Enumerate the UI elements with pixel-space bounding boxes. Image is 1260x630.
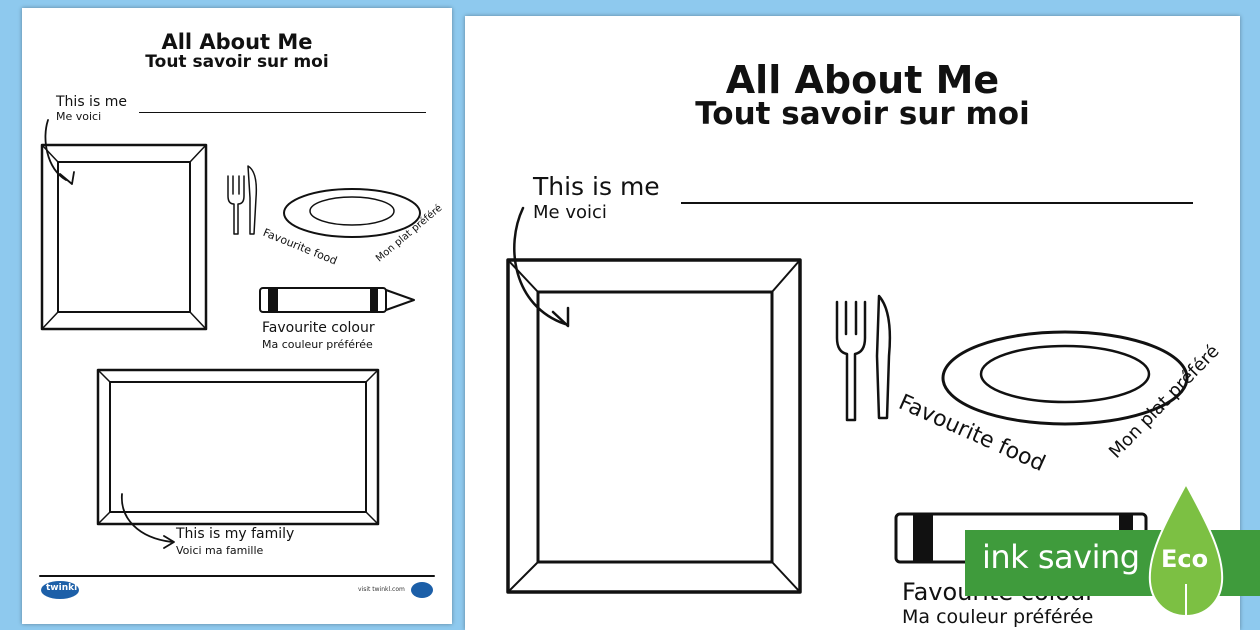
page-subtitle: Tout savoir sur moi [145, 52, 329, 72]
ma-couleur-label: Ma couleur préférée [262, 338, 373, 351]
knife-icon [875, 294, 892, 420]
this-is-me-label: This is me [533, 172, 660, 201]
arrow-icon [121, 493, 175, 549]
fork-icon [227, 175, 245, 235]
name-line[interactable] [681, 202, 1193, 204]
portrait-frame [40, 143, 208, 331]
plate-icon [941, 330, 1189, 426]
page-title: All About Me [161, 30, 313, 54]
footer-logo: twinkl [46, 583, 78, 593]
name-line[interactable] [139, 112, 426, 113]
ma-couleur-label: Ma couleur préférée [902, 606, 1094, 628]
twinkl-logo [41, 581, 433, 599]
page-subtitle: Tout savoir sur moi [695, 96, 1030, 132]
thumbnail-drawings [39, 119, 435, 599]
ink-saving-label: ink saving [982, 538, 1140, 576]
fork-icon [835, 300, 867, 422]
plate-icon [283, 188, 421, 238]
worksheet-thumbnail: All About Me Tout savoir sur moi This is… [22, 8, 452, 624]
worksheet-preview: All About Me Tout savoir sur moi This is… [465, 16, 1240, 630]
arrow-icon [44, 119, 75, 185]
me-voici-label: Me voici [56, 110, 102, 123]
footer-url: visit twinkl.com [358, 586, 405, 593]
knife-icon [247, 165, 258, 235]
arrow-icon [513, 206, 570, 328]
me-voici-label: Me voici [533, 202, 607, 223]
family-label: This is my family [176, 526, 295, 542]
voici-famille-label: Voici ma famille [176, 544, 264, 557]
eco-label: Eco [1161, 545, 1209, 573]
portrait-frame [506, 258, 802, 594]
crayon-icon [259, 287, 415, 313]
family-frame [96, 368, 380, 526]
this-is-me-label: This is me [56, 94, 127, 110]
favourite-colour-label: Favourite colour [262, 320, 375, 336]
page-title: All About Me [725, 58, 1000, 102]
